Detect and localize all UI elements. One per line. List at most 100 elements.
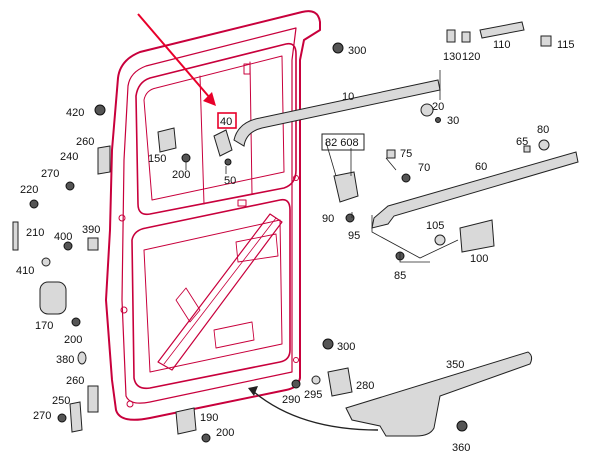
panel-stiffener-2 bbox=[213, 321, 255, 349]
label-200-mid: 200 bbox=[64, 334, 82, 346]
label-65: 65 bbox=[516, 136, 528, 148]
window-inner bbox=[143, 55, 285, 201]
part-300-bumper-upper bbox=[332, 42, 344, 54]
label-10: 10 bbox=[342, 91, 354, 103]
label-220: 220 bbox=[20, 184, 38, 196]
label-240: 240 bbox=[60, 151, 78, 163]
label-290: 290 bbox=[282, 394, 300, 406]
part-95-bolt bbox=[345, 213, 355, 223]
label-150: 150 bbox=[148, 153, 166, 165]
label-280: 280 bbox=[356, 380, 374, 392]
part-290-bolt bbox=[291, 379, 301, 389]
label-410: 410 bbox=[16, 265, 34, 277]
label-100: 100 bbox=[470, 253, 488, 265]
label-75: 75 bbox=[400, 148, 412, 160]
part-200-bolt-upper bbox=[181, 153, 191, 163]
part-120-piece bbox=[461, 31, 471, 43]
window-frame bbox=[135, 42, 297, 216]
label-box-82-608 bbox=[321, 133, 365, 151]
label-70: 70 bbox=[418, 162, 430, 174]
door-outer-outline bbox=[105, 10, 321, 421]
label-170: 170 bbox=[35, 320, 53, 332]
label-60: 60 bbox=[475, 161, 487, 173]
label-200-upper: 200 bbox=[172, 169, 190, 181]
part-260-lower-bracket bbox=[87, 385, 99, 413]
label-30: 30 bbox=[447, 115, 459, 127]
label-120: 120 bbox=[462, 51, 480, 63]
label-270-upper: 270 bbox=[41, 168, 59, 180]
door-hole-4 bbox=[293, 175, 299, 181]
highlight-arrow-line bbox=[137, 13, 211, 99]
label-80: 80 bbox=[537, 124, 549, 136]
part-60-lower-rail bbox=[371, 151, 579, 229]
part-200-bolt-lower bbox=[201, 433, 211, 443]
label-190: 190 bbox=[200, 412, 218, 424]
door-hole-5 bbox=[293, 357, 299, 363]
diagonal-brace bbox=[157, 213, 283, 371]
window-post-1 bbox=[199, 75, 205, 205]
label-82-608: 82 608 bbox=[325, 137, 359, 149]
part-65-clip bbox=[523, 145, 531, 153]
label-50: 50 bbox=[224, 175, 236, 187]
label-40: 40 bbox=[220, 116, 232, 128]
label-400: 400 bbox=[54, 231, 72, 243]
part-105-washer bbox=[434, 234, 446, 246]
door-hole-1 bbox=[118, 214, 126, 222]
part-210-strip bbox=[12, 221, 19, 251]
label-360: 360 bbox=[452, 442, 470, 454]
label-250: 250 bbox=[52, 395, 70, 407]
door-slot-1 bbox=[243, 63, 251, 75]
panel-stiffener-1 bbox=[175, 287, 201, 323]
part-390-clip bbox=[87, 237, 99, 251]
label-390: 390 bbox=[82, 224, 100, 236]
part-30-pin bbox=[435, 117, 441, 123]
label-350: 350 bbox=[446, 359, 464, 371]
part-220-bolt bbox=[29, 199, 39, 209]
part-270-bolt-upper bbox=[65, 181, 75, 191]
part-240-bracket bbox=[97, 145, 111, 175]
part-170-recess bbox=[39, 281, 67, 315]
part-410-plug bbox=[41, 257, 51, 267]
door-slot-2 bbox=[237, 199, 247, 207]
part-400-bolt bbox=[63, 241, 73, 251]
label-130: 130 bbox=[443, 51, 461, 63]
door-hole-3 bbox=[126, 400, 134, 408]
label-105: 105 bbox=[426, 220, 444, 232]
part-70-bolt bbox=[401, 173, 411, 183]
highlight-box-40 bbox=[217, 112, 237, 129]
part-150-bracket bbox=[157, 127, 177, 153]
part-100-latch bbox=[459, 219, 495, 253]
label-300-lower: 300 bbox=[337, 341, 355, 353]
label-20: 20 bbox=[432, 101, 444, 113]
part-75-clip bbox=[386, 149, 396, 159]
label-260-upper: 260 bbox=[76, 136, 94, 148]
door-inner-outline bbox=[121, 27, 297, 404]
part-270-bolt-lower bbox=[57, 413, 67, 423]
label-85: 85 bbox=[394, 270, 406, 282]
door-hole-2 bbox=[120, 306, 128, 314]
lower-panel-inner bbox=[143, 219, 283, 373]
label-260-lower: 260 bbox=[66, 375, 84, 387]
label-380: 380 bbox=[56, 354, 74, 366]
part-115-clip bbox=[540, 35, 552, 47]
part-20-washer bbox=[420, 103, 434, 117]
part-80-cap bbox=[538, 139, 550, 151]
part-190-guide bbox=[175, 407, 197, 435]
highlight-arrow-head bbox=[203, 92, 216, 106]
label-200-lower: 200 bbox=[216, 427, 234, 439]
label-300-upper: 300 bbox=[348, 45, 366, 57]
lower-panel-frame bbox=[131, 198, 291, 390]
part-50-bolt bbox=[224, 158, 232, 166]
part-110-handle bbox=[479, 21, 525, 39]
part-380-grommet bbox=[77, 351, 87, 365]
label-90: 90 bbox=[322, 213, 334, 225]
part-40-hinge bbox=[213, 129, 233, 157]
part-250-bracket bbox=[69, 401, 83, 433]
part-280-roller bbox=[327, 367, 353, 397]
part-420-plug bbox=[94, 104, 106, 116]
trim-mount-arrowhead bbox=[248, 386, 258, 396]
trim-mount-arrow bbox=[253, 391, 379, 431]
part-350-trim bbox=[345, 351, 533, 437]
